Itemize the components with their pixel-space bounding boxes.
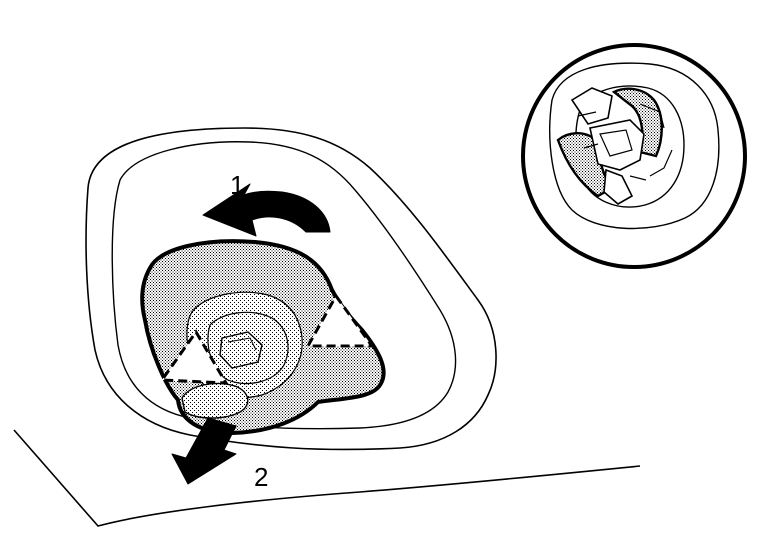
magnified-view bbox=[521, 43, 747, 269]
step-2-label: 2 bbox=[254, 462, 268, 492]
socket-tab bbox=[181, 382, 249, 419]
lamp-housing-outline bbox=[85, 127, 497, 451]
socket-recess-outline bbox=[111, 141, 457, 430]
triangle-mark-icon-2 bbox=[159, 329, 229, 385]
triangle-mark-icon bbox=[305, 293, 375, 348]
step-1-label: 1 bbox=[230, 170, 244, 200]
curved-arrow-icon[interactable] bbox=[202, 183, 331, 237]
down-arrow-icon[interactable] bbox=[171, 417, 237, 485]
panel-edge-line bbox=[13, 429, 641, 527]
